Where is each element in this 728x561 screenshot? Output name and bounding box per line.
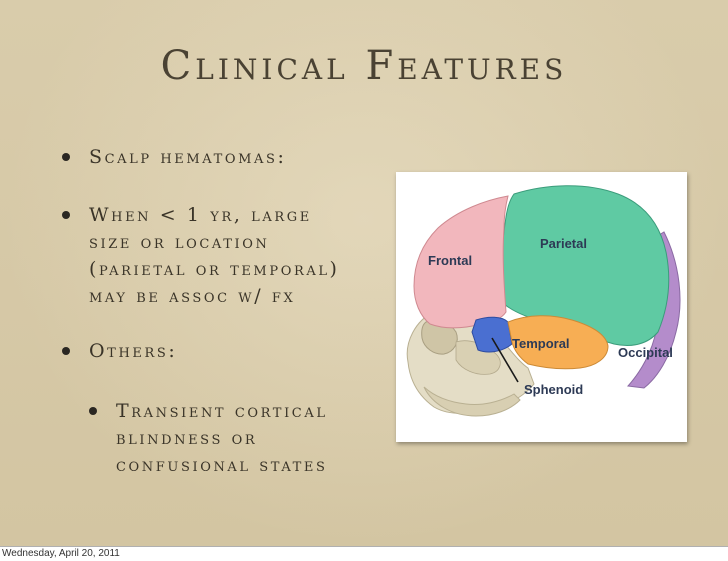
sphenoid-leader-line [491, 337, 519, 383]
sub-bullet-dot [89, 407, 97, 415]
label-sphenoid: Sphenoid [524, 382, 583, 397]
label-occipital: Occipital [618, 345, 673, 360]
bullet-dot [62, 211, 70, 219]
bullet-dot [62, 153, 70, 161]
label-temporal: Temporal [512, 336, 570, 351]
label-parietal: Parietal [540, 236, 587, 251]
temporal-bone-shape [507, 315, 609, 370]
infant-skull-illustration: Frontal Parietal Temporal Occipital Sphe… [406, 185, 681, 417]
sub-bullet-cortical-blindness: Transient cortical blindness or confusio… [116, 400, 328, 476]
jaw-shape [423, 386, 521, 417]
footer-bar: Wednesday, April 20, 2011 [0, 546, 728, 561]
frontal-bone-shape [413, 195, 509, 329]
bullet-scalp-hematomas: Scalp hematomas: [89, 146, 287, 168]
slide: Clinical Features Scalp hematomas: When … [0, 0, 728, 546]
skull-diagram-image: Frontal Parietal Temporal Occipital Sphe… [396, 172, 687, 442]
sphenoid-bone-shape [471, 316, 513, 353]
label-frontal: Frontal [428, 253, 472, 268]
slide-title: Clinical Features [160, 43, 568, 89]
bullet-others: Others: [89, 340, 178, 362]
bullet-under-one-year: When < 1 yr, large size or location (par… [89, 204, 340, 307]
footer-date: Wednesday, April 20, 2011 [2, 548, 120, 559]
bullet-dot [62, 347, 70, 355]
